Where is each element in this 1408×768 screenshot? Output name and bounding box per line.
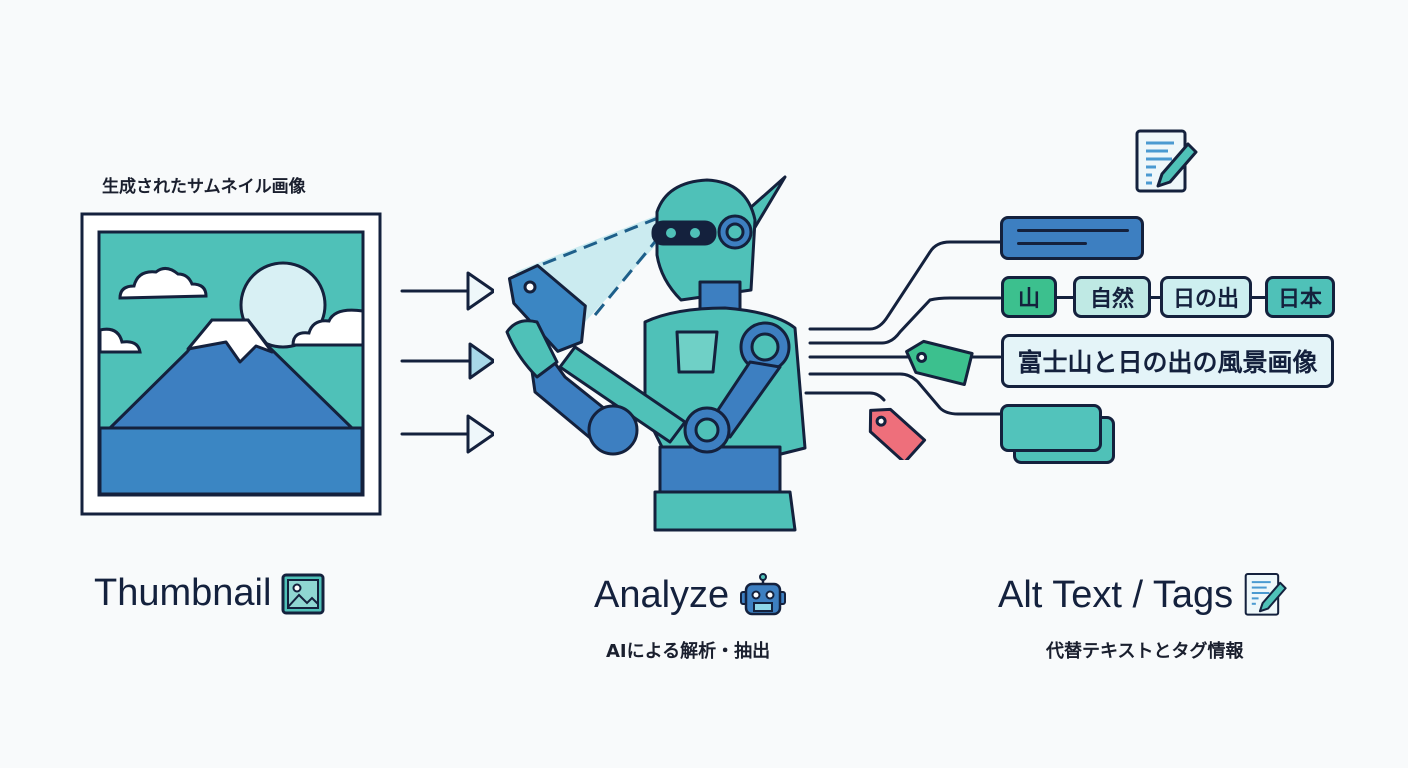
flow-arrows <box>400 271 494 454</box>
alt-text-subtitle: 代替テキストとタグ情報 <box>1046 641 1244 662</box>
thumbnail-caption: 生成されたサムネイル画像 <box>102 177 306 197</box>
image-icon <box>281 573 325 614</box>
document-edit-icon <box>1135 129 1198 193</box>
analyze-title-text: Analyze <box>594 573 730 616</box>
tag-chip: 山 <box>1001 276 1057 318</box>
stacked-card-front <box>1000 404 1102 452</box>
robot-illustration <box>505 175 807 532</box>
tag-chip: 日本 <box>1265 276 1335 318</box>
analyze-title: Analyze <box>594 572 787 618</box>
analyze-subtitle: AIによる解析・抽出 <box>606 641 771 662</box>
alt-text-box: 富士山と日の出の風景画像 <box>1001 334 1334 388</box>
tag-connector <box>1252 296 1266 299</box>
robot-icon <box>740 573 787 616</box>
alt-text-block <box>1000 216 1144 260</box>
tag-chip: 日の出 <box>1160 276 1252 318</box>
document-edit-icon <box>1244 573 1287 616</box>
alt-text-title: Alt Text / Tags <box>998 572 1289 618</box>
thumbnail-title: Thumbnail <box>94 572 325 615</box>
alt-text-title-text: Alt Text / Tags <box>998 573 1234 616</box>
tag-connector <box>1057 296 1073 299</box>
output-connectors <box>804 240 1002 460</box>
thumbnail-image <box>80 212 382 516</box>
tag-chip: 自然 <box>1073 276 1151 318</box>
tag-connector <box>1151 296 1167 299</box>
thumbnail-title-text: Thumbnail <box>94 572 272 614</box>
